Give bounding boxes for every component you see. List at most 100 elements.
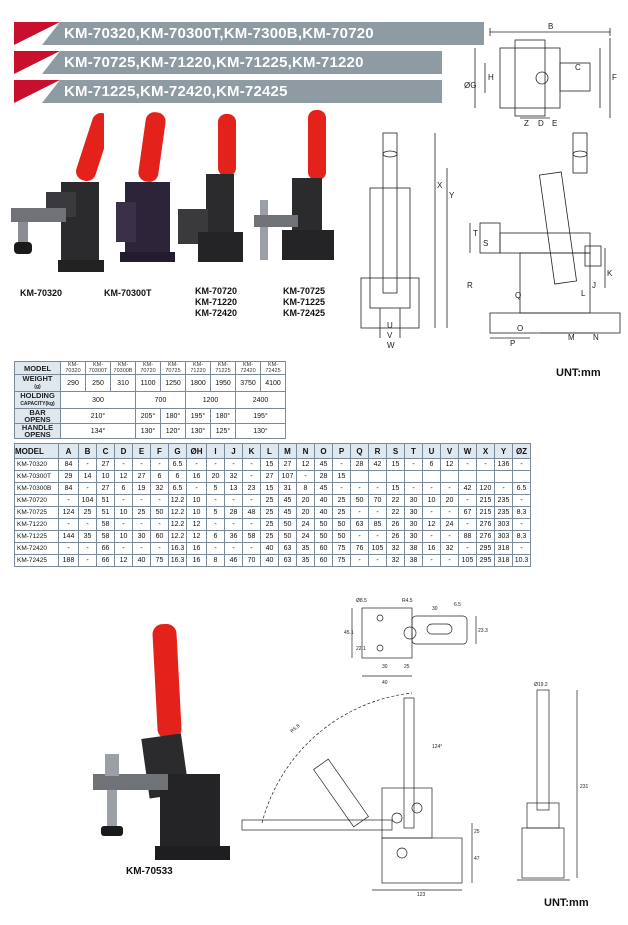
banner-text: KM-71225,KM-72420,KM-72425 (42, 80, 442, 103)
row-label-main: WEIGHT (22, 374, 53, 383)
table-cell: 50 (350, 494, 369, 507)
table-cell: - (132, 458, 151, 471)
column-header: D (114, 443, 133, 459)
table-cell (368, 470, 387, 483)
dim-label: 30 (382, 664, 388, 670)
table-cell: 12 (440, 458, 459, 471)
table-cell: - (458, 542, 477, 555)
dim-label: J (592, 281, 596, 290)
table-cell: - (512, 458, 531, 471)
table-cell: 6 (422, 458, 441, 471)
table-cell: - (186, 482, 207, 495)
table-cell: 6 (114, 482, 133, 495)
table-cell: 75 (332, 542, 351, 555)
column-header: X (476, 443, 495, 459)
column-header: Y (494, 443, 513, 459)
table-cell: - (458, 518, 477, 531)
table-cell: 24 (296, 530, 315, 543)
table-cell: 40 (314, 506, 333, 519)
dim-label: 25 (474, 829, 480, 835)
table-cell: 124 (58, 506, 79, 519)
table-cell: 16 (186, 470, 207, 483)
table-cell: 6 (150, 470, 169, 483)
cell: 125° (210, 423, 236, 439)
dim-label: 22.1 (356, 646, 366, 652)
table-cell: 50 (332, 530, 351, 543)
table-cell: 30 (404, 506, 423, 519)
table-cell: 22 (386, 494, 405, 507)
dim-label: 231 (580, 784, 589, 790)
table-cell: 12.2 (168, 530, 187, 543)
table-cell: 105 (368, 542, 387, 555)
dim-label: Ø19.2 (534, 682, 548, 688)
table-cell: 32 (386, 542, 405, 555)
table-cell: 10 (96, 470, 115, 483)
table-cell: - (332, 458, 351, 471)
table-cell: 32 (224, 470, 243, 483)
table-cell: - (512, 494, 531, 507)
table-cell: - (350, 554, 369, 567)
table-cell: - (224, 494, 243, 507)
table-cell: 16 (186, 554, 207, 567)
caption-km-70320: KM-70320 (20, 288, 63, 298)
table-cell: - (242, 458, 261, 471)
table-cell: 45 (278, 494, 297, 507)
table-cell: - (404, 458, 423, 471)
table-cell: 303 (494, 530, 513, 543)
model-header: KM-70725 (160, 361, 186, 375)
table-cell: 303 (494, 518, 513, 531)
table-cell: 48 (242, 506, 261, 519)
table-cell: 84 (58, 482, 79, 495)
table-cell: - (150, 458, 169, 471)
model-header: KM-70720 (135, 361, 161, 375)
column-header: N (296, 443, 315, 459)
banner-1: KM-70320,KM-70300T,KM-7300B,KM-70720 (14, 22, 484, 45)
dim-label: 30 (432, 606, 438, 612)
table-cell: 276 (476, 530, 495, 543)
table-cell: - (350, 530, 369, 543)
column-header: W (458, 443, 477, 459)
table-cell: - (476, 458, 495, 471)
model-header: KM-71220 (185, 361, 211, 375)
table-cell: - (512, 518, 531, 531)
table-cell: 50 (314, 530, 333, 543)
table-cell: 40 (260, 554, 279, 567)
table-cell: 38 (404, 542, 423, 555)
table-cell (404, 470, 423, 483)
table-cell: 235 (494, 494, 513, 507)
cell: 195° (235, 408, 286, 424)
table-cell: 50 (278, 518, 297, 531)
table-cell: 12.2 (168, 518, 187, 531)
table-cell: 30 (404, 530, 423, 543)
table-cell: - (422, 506, 441, 519)
model-cell: KM-72425 (14, 554, 59, 567)
dim-label: Q (515, 291, 521, 300)
table-cell: - (404, 482, 423, 495)
model-cell: KM-72420 (14, 542, 59, 555)
cell: 180° (160, 408, 186, 424)
table-cell: 25 (78, 506, 97, 519)
table-cell: 20 (206, 470, 225, 483)
model-cell: KM-70300T (14, 470, 59, 483)
cell: 700 (135, 391, 186, 409)
dim-label: 45.1 (344, 630, 354, 636)
spec-row-model: MODEL KM-70320 KM-70300T KM-70300B KM-70… (14, 361, 286, 375)
table-cell: - (58, 542, 79, 555)
table-cell: 38 (404, 554, 423, 567)
table-cell: 188 (58, 554, 79, 567)
caption-line: KM-72425 (283, 308, 326, 318)
table-cell: - (206, 518, 225, 531)
table-cell (440, 470, 459, 483)
dim-label: ØG (464, 81, 476, 90)
column-header: F (150, 443, 169, 459)
caption-line: KM-70725 (283, 286, 326, 296)
table-cell: 12 (296, 458, 315, 471)
column-header: ØH (186, 443, 207, 459)
photo-km-70533 (93, 624, 230, 860)
cell: 1950 (210, 374, 236, 392)
